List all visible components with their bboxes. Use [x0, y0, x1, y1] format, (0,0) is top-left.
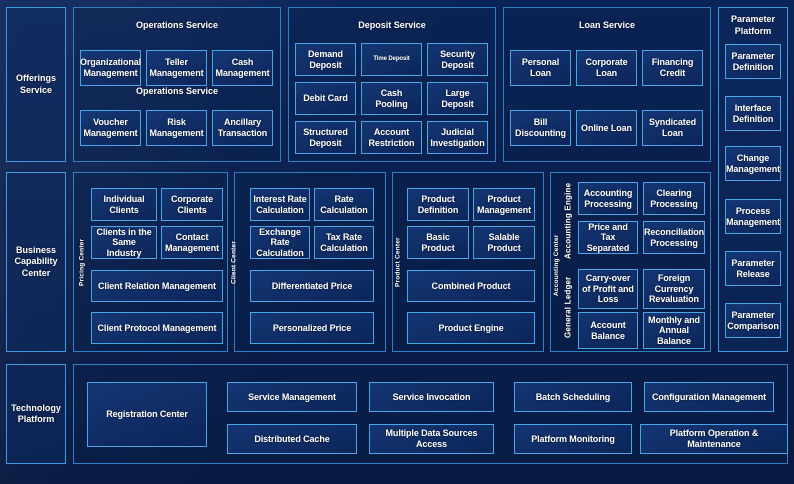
vlabel-accounting-center: Accounting Center: [553, 234, 560, 296]
leaf-parameter-comparison[interactable]: Parameter Comparison: [725, 303, 781, 338]
row-label-offerings-service: Offerings Service: [6, 7, 66, 162]
vlabel-product-center: Product Center: [394, 237, 402, 287]
leaf-clearing-processing[interactable]: Clearing Processing: [643, 182, 705, 215]
row-label-offerings-line1: Offerings: [15, 73, 56, 84]
leaf-registration-center[interactable]: Registration Center: [87, 382, 207, 447]
leaf-debit-card[interactable]: Debit Card: [295, 82, 356, 115]
leaf-salable-product[interactable]: Salable Product: [473, 226, 535, 259]
leaf-basic-product[interactable]: Basic Product: [407, 226, 469, 259]
leaf-personal-loan[interactable]: Personal Loan: [510, 50, 571, 86]
leaf-product-management[interactable]: Product Management: [473, 188, 535, 221]
leaf-interest-rate-calculation[interactable]: Interest Rate Calculation: [250, 188, 310, 221]
leaf-individual-clients[interactable]: Individual Clients: [91, 188, 157, 221]
row-label-technology-line1: Technology: [11, 402, 61, 413]
group-title-parameter-platform: Parameter Platform: [718, 14, 788, 36]
leaf-voucher-management[interactable]: Voucher Management: [80, 110, 141, 146]
leaf-structured-deposit[interactable]: Structured Deposit: [295, 121, 356, 154]
leaf-tax-rate-calculation[interactable]: Tax Rate Calculation: [314, 226, 374, 259]
row-label-offerings-line2: Service: [19, 84, 52, 95]
row-label-technology-line2: Platform: [17, 414, 55, 424]
leaf-differentiated-price[interactable]: Differentiated Price: [250, 270, 374, 302]
parameter-platform-title-line1: Parameter: [730, 14, 776, 24]
leaf-syndicated-loan[interactable]: Syndicated Loan: [642, 110, 703, 146]
leaf-large-deposit[interactable]: Large Deposit: [427, 82, 488, 115]
leaf-distributed-cache[interactable]: Distributed Cache: [227, 424, 357, 454]
leaf-parameter-definition[interactable]: Parameter Definition: [725, 44, 781, 79]
leaf-client-protocol-management[interactable]: Client Protocol Management: [91, 312, 223, 344]
group-title-operations-service: Operations Service: [135, 20, 219, 30]
leaf-judicial-investigation[interactable]: Judicial Investigation: [427, 121, 488, 154]
leaf-service-invocation[interactable]: Service Invocation: [369, 382, 494, 412]
leaf-interface-definition[interactable]: Interface Definition: [725, 96, 781, 131]
row-label-business-capability-center: Business Capability Center: [6, 172, 66, 352]
leaf-combined-product[interactable]: Combined Product: [407, 270, 535, 302]
leaf-configuration-management[interactable]: Configuration Management: [644, 382, 774, 412]
group-title-loan-service: Loan Service: [578, 20, 636, 30]
vlabel-general-ledger: General Ledger: [563, 276, 573, 338]
leaf-online-loan[interactable]: Online Loan: [576, 110, 637, 146]
leaf-exchange-rate-calculation[interactable]: Exchange Rate Calculation: [250, 226, 310, 259]
row-label-technology-platform-box: [6, 364, 66, 464]
leaf-ancillary-transaction[interactable]: Ancillary Transaction: [212, 110, 273, 146]
row-label-business-capability-center-box: [6, 172, 66, 352]
leaf-platform-operation-maintenance[interactable]: Platform Operation & Maintenance: [640, 424, 788, 454]
row-label-business-line2: Capability: [14, 256, 58, 267]
leaf-carry-over-of-profit-and-loss[interactable]: Carry-over of Profit and Loss: [578, 269, 638, 309]
leaf-rate-calculation[interactable]: Rate Calculation: [314, 188, 374, 221]
leaf-clients-in-the-same-industry[interactable]: Clients in the Same Industry: [91, 226, 157, 259]
leaf-client-relation-management[interactable]: Client Relation Management: [91, 270, 223, 302]
leaf-cash-pooling[interactable]: Cash Pooling: [361, 82, 422, 115]
leaf-product-engine[interactable]: Product Engine: [407, 312, 535, 344]
row-label-technology-platform: Technology Platform: [6, 364, 66, 464]
leaf-platform-monitoring[interactable]: Platform Monitoring: [514, 424, 632, 454]
leaf-time-deposit[interactable]: Time Deposit: [361, 43, 422, 76]
vlabel-client-center: Client Center: [230, 240, 238, 284]
leaf-risk-management[interactable]: Risk Management: [146, 110, 207, 146]
row-label-business-line3: Center: [21, 267, 51, 278]
leaf-financing-credit[interactable]: Financing Credit: [642, 50, 703, 86]
leaf-monthly-and-annual-balance[interactable]: Monthly and Annual Balance: [643, 312, 705, 349]
leaf-cash-management[interactable]: Cash Management: [212, 50, 273, 86]
leaf-organizational-management[interactable]: Organizational Management: [80, 50, 141, 86]
leaf-product-definition[interactable]: Product Definition: [407, 188, 469, 221]
leaf-process-management[interactable]: Process Management: [725, 199, 781, 234]
leaf-corporate-loan[interactable]: Corporate Loan: [576, 50, 637, 86]
leaf-multiple-data-sources-access[interactable]: Multiple Data Sources Access: [369, 424, 494, 454]
leaf-change-management[interactable]: Change Management: [725, 146, 781, 181]
leaf-price-and-tax-separated[interactable]: Price and Tax Separated: [578, 221, 638, 254]
leaf-corporate-clients[interactable]: Corporate Clients: [161, 188, 223, 221]
leaf-personalized-price[interactable]: Personalized Price: [250, 312, 374, 344]
leaf-service-management[interactable]: Service Management: [227, 382, 357, 412]
leaf-foreign-currency-revaluation[interactable]: Foreign Currency Revaluation: [643, 269, 705, 309]
vlabel-pricing-center: Pricing Center: [78, 238, 86, 286]
row-label-offerings-service-box: [6, 7, 66, 162]
leaf-security-deposit[interactable]: Security Deposit: [427, 43, 488, 76]
leaf-batch-scheduling[interactable]: Batch Scheduling: [514, 382, 632, 412]
leaf-demand-deposit[interactable]: Demand Deposit: [295, 43, 356, 76]
vlabel-accounting-engine: Accounting Engine: [563, 182, 573, 259]
leaf-account-balance[interactable]: Account Balance: [578, 312, 638, 349]
group-title-deposit-service: Deposit Service: [358, 20, 426, 30]
stray-label-operations-service: Operations Service: [135, 86, 219, 96]
leaf-contact-management[interactable]: Contact Management: [161, 226, 223, 259]
leaf-accounting-processing[interactable]: Accounting Processing: [578, 182, 638, 215]
leaf-parameter-release[interactable]: Parameter Release: [725, 251, 781, 286]
parameter-platform-title-line2: Platform: [734, 26, 772, 36]
leaf-reconciliation-processing[interactable]: Reconciliation Processing: [643, 221, 705, 254]
row-label-business-line1: Business: [15, 245, 56, 256]
leaf-teller-management[interactable]: Teller Management: [146, 50, 207, 86]
leaf-bill-discounting[interactable]: Bill Discounting: [510, 110, 571, 146]
leaf-account-restriction[interactable]: Account Restriction: [361, 121, 422, 154]
